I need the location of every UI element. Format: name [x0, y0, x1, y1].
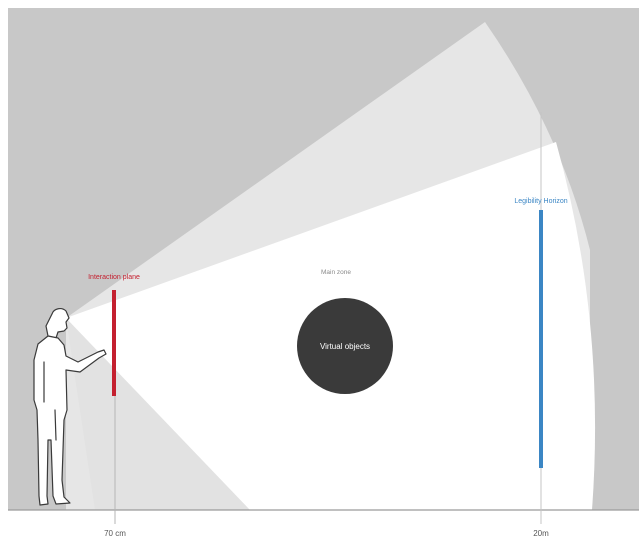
- legibility-horizon-label: Legibility Horizon: [514, 198, 567, 205]
- virtual-objects-circle: [297, 298, 393, 394]
- main-zone-label: Main zone: [321, 269, 351, 276]
- interaction-plane-label: Interaction plane: [88, 274, 140, 281]
- person-figure: [33, 308, 107, 506]
- distance-near-label: 70 cm: [104, 529, 126, 538]
- distance-far-label: 20m: [533, 529, 549, 538]
- virtual-objects-label: Virtual objects: [320, 342, 370, 351]
